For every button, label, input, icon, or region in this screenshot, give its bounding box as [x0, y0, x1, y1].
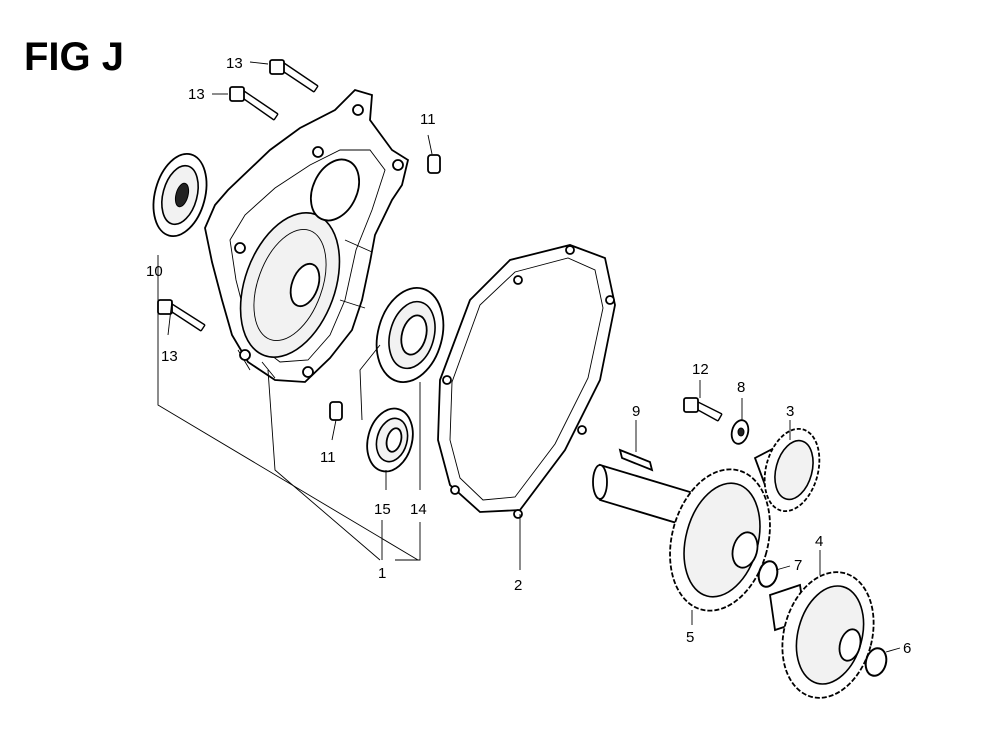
callout-13-top: 13 [226, 55, 243, 72]
gear-bolt [683, 397, 723, 422]
pinion-gear [753, 427, 821, 513]
figure-title: FIG J [24, 35, 124, 79]
dowel-pin-upper [427, 154, 441, 174]
callout-15: 15 [374, 501, 391, 518]
callout-6: 6 [903, 640, 911, 657]
woodruff-key [618, 448, 654, 472]
oil-seal [152, 153, 208, 237]
leader-lines [157, 61, 901, 653]
callout-13-lower: 13 [161, 348, 178, 365]
callout-3: 3 [786, 403, 794, 420]
dowel-pin-lower [329, 401, 343, 421]
gear-case-cover [204, 88, 410, 383]
flange-bolt-lower [157, 299, 206, 332]
shaft-and-gear-assembly [592, 463, 771, 612]
snap-ring [757, 560, 779, 588]
callout-10: 10 [146, 263, 163, 280]
callout-1: 1 [378, 565, 386, 582]
gear-case-gasket [437, 244, 616, 519]
washer [730, 419, 750, 445]
callout-9: 9 [632, 403, 640, 420]
final-drive-gear [769, 571, 875, 699]
callout-2: 2 [514, 577, 522, 594]
callout-11-upper: 11 [420, 111, 436, 128]
retaining-ring [864, 647, 888, 677]
flange-bolt-middle [229, 86, 279, 121]
callout-12: 12 [692, 361, 709, 378]
callout-14: 14 [410, 501, 427, 518]
callout-8: 8 [737, 379, 745, 396]
callout-13-middle: 13 [188, 86, 205, 103]
callout-4: 4 [815, 533, 823, 550]
callout-11-lower: 11 [320, 449, 336, 466]
flange-bolt-upper [269, 59, 319, 93]
ball-bearing-small [366, 407, 414, 473]
ball-bearing-large [375, 287, 445, 383]
callout-7: 7 [794, 557, 802, 574]
callout-5: 5 [686, 629, 694, 646]
